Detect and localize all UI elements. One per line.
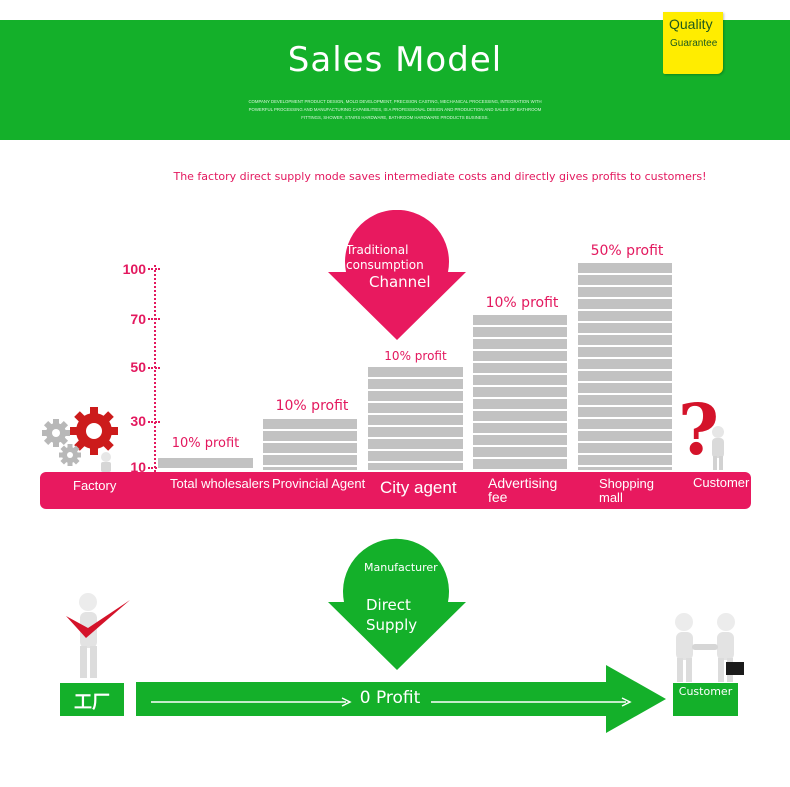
- bar-label: 10% profit: [171, 436, 240, 451]
- tagline: The factory direct supply mode saves int…: [173, 170, 707, 183]
- checkmark-figure-icon: [66, 593, 130, 678]
- y-label-30: 30: [130, 413, 146, 429]
- tick-10: [148, 467, 160, 469]
- channel-line1: Traditional: [346, 243, 409, 257]
- tick-70: [148, 318, 160, 320]
- header-banner: [0, 20, 790, 140]
- direct-supply-arrow: [328, 538, 466, 670]
- page-subtitle: COMPANY DEVELOPMENT PRODUCT DESIGN, MOLD…: [248, 99, 542, 120]
- zero-profit-arrow: [136, 665, 666, 733]
- y-label-10: 10: [130, 459, 146, 475]
- traditional-channel-arrow: [328, 210, 466, 340]
- tick-50: [148, 367, 160, 369]
- factory-label: 工厂: [74, 692, 110, 713]
- zero-profit-label: 0 Profit: [359, 688, 421, 708]
- bar-label: 10% profit: [275, 398, 349, 414]
- category-customer: Customer: [693, 475, 750, 490]
- category-bar: [40, 472, 751, 509]
- direct-supply-line3: Supply: [366, 616, 418, 634]
- factory-box: [60, 683, 124, 716]
- category-label: Total wholesalers: [170, 476, 270, 491]
- bar-label: 50% profit: [590, 243, 664, 259]
- customer-label: Customer: [678, 685, 733, 698]
- bar-shopping-mall: [578, 263, 672, 470]
- bar-label: 10% profit: [485, 295, 559, 311]
- direct-supply-line1: Manufacturer: [364, 561, 438, 574]
- question-mark-icon: ?: [678, 392, 724, 471]
- channel-line3: Channel: [369, 273, 431, 291]
- category-factory: Factory: [73, 478, 117, 493]
- tick-30: [148, 421, 160, 423]
- category-label: Shopping mall: [599, 476, 654, 505]
- category-label: Advertising fee: [488, 475, 558, 505]
- handshake-icon: [675, 613, 744, 682]
- bar-advertising-fee: [473, 315, 567, 470]
- y-label-50: 50: [130, 359, 146, 375]
- quality-badge: [663, 12, 723, 74]
- customer-box: [673, 683, 738, 716]
- y-label-100: 100: [122, 261, 146, 277]
- channel-line2: consumption: [346, 258, 424, 272]
- direct-supply-line2: Direct: [366, 596, 411, 614]
- badge-line1: Quality: [669, 16, 713, 32]
- badge-line2: Guarantee: [670, 38, 718, 49]
- gears-icon: [42, 407, 118, 472]
- page-title: Sales Model: [287, 40, 503, 80]
- y-label-70: 70: [130, 311, 146, 327]
- category-label: Provincial Agent: [272, 476, 366, 491]
- category-label: City agent: [380, 478, 457, 497]
- bar-label: 10% profit: [384, 349, 447, 363]
- bar-city-agent: [368, 367, 463, 470]
- bar-total-wholesalers: [158, 458, 253, 470]
- bar-provincial-agent: [263, 419, 357, 470]
- tick-100: [148, 268, 160, 270]
